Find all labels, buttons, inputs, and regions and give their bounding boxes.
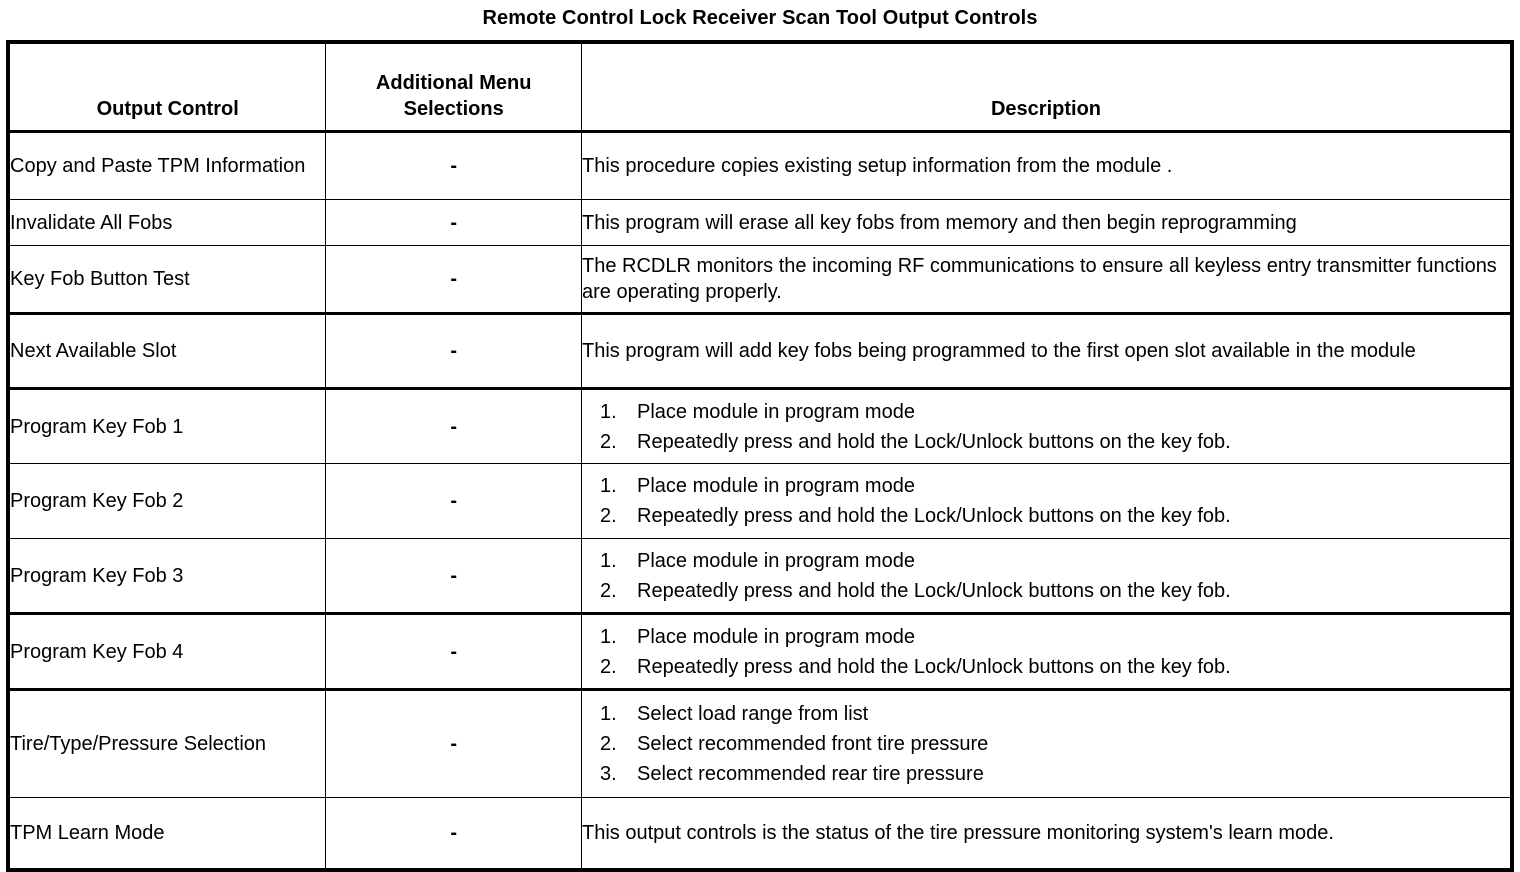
description-step-number: 1. [600,400,617,423]
cell-additional-menu-selections: - [325,130,583,200]
cell-output-control: Tire/Type/Pressure Selection [7,688,327,798]
description-step-item: 1. Place module in program mode [582,471,1510,501]
cell-additional-menu-selections: - [325,463,583,539]
cell-output-control: Program Key Fob 3 [7,538,327,614]
table-row: Tire/Type/Pressure Selection-1. Select lo… [7,688,1513,798]
cell-output-control: Program Key Fob 2 [7,463,327,539]
description-step-list: 1. Place module in program mode 2. Repeated… [582,622,1510,682]
description-step-item: 3. Select recommended rear tire pressure [582,759,1510,789]
output-controls-table: Output Control Additional Menu Selection… [6,40,1514,872]
table-row: Invalidate All Fobs-This program will er… [7,199,1513,246]
description-step-text: Repeatedly press and hold the Lock/Unloc… [637,505,1231,527]
cell-additional-menu-selections: - [325,797,583,871]
description-step-list: 1. Place module in program mode 2. Repeated… [582,546,1510,606]
column-header-description: Description [581,41,1513,133]
description-step-number: 1. [600,625,617,648]
description-step-item: 1. Select load range from list [582,699,1510,729]
description-step-list: 1. Place module in program mode 2. Repeated… [582,397,1510,457]
cell-output-control: Program Key Fob 4 [7,612,327,690]
description-paragraph: This output controls is the status of th… [582,822,1334,844]
description-paragraph: The RCDLR monitors the incoming RF commu… [582,255,1497,303]
cell-additional-menu-selections: - [325,245,583,314]
description-step-item: 2. Select recommended front tire pressure [582,729,1510,759]
table-row: Copy and Paste TPM Information-This proc… [7,130,1513,200]
description-step-number: 2. [600,430,617,453]
description-step-number: 1. [600,549,617,572]
description-step-text: Select load range from list [637,703,869,725]
cell-additional-menu-selections: - [325,387,583,464]
cell-output-control: Key Fob Button Test [7,245,327,314]
table-row: Program Key Fob 4-1. Place module in prog… [7,612,1513,690]
description-step-text: Place module in program mode [637,400,915,423]
description-step-list: 1. Select load range from list 2. Select re… [582,699,1510,789]
description-step-text: Place module in program mode [637,625,915,648]
description-step-text: Place module in program mode [637,549,915,572]
description-step-text: Repeatedly press and hold the Lock/Unloc… [637,655,1231,678]
description-step-number: 2. [600,655,617,678]
table-header: Output Control Additional Menu Selection… [7,41,1513,133]
description-step-list: 1. Place module in program mode 2. Repeated… [582,471,1510,531]
cell-output-control: Next Available Slot [7,312,327,389]
description-step-text: Select recommended front tire pressure [637,733,989,755]
column-header-output-control: Output Control [7,41,327,133]
cell-output-control: Copy and Paste TPM Information [7,130,327,200]
cell-description: 1. Place module in program mode 2. Repeated… [581,538,1513,614]
description-step-number: 1. [600,475,617,497]
description-step-text: Select recommended rear tire pressure [637,763,984,785]
table-row: Next Available Slot-This program will ad… [7,312,1513,389]
table-body: Copy and Paste TPM Information-This proc… [7,130,1513,871]
table-header-row: Output Control Additional Menu Selection… [7,41,1513,133]
cell-additional-menu-selections: - [325,199,583,246]
table-row: Key Fob Button Test-The RCDLR monitors t… [7,245,1513,314]
description-paragraph: This program will add key fobs being pro… [582,340,1416,362]
cell-description: The RCDLR monitors the incoming RF commu… [581,245,1513,314]
cell-additional-menu-selections: - [325,312,583,389]
cell-output-control: Program Key Fob 1 [7,387,327,464]
cell-description: This procedure copies existing setup inf… [581,130,1513,200]
description-paragraph: This procedure copies existing setup inf… [582,155,1173,177]
page-title: Remote Control Lock Receiver Scan Tool O… [482,7,1038,29]
description-step-text: Repeatedly press and hold the Lock/Unloc… [637,579,1231,602]
description-step-number: 2. [600,505,617,527]
table-row: Program Key Fob 3-1. Place module in prog… [7,538,1513,614]
table-row: Program Key Fob 2-1. Place module in prog… [7,463,1513,539]
description-paragraph: This program will erase all key fobs fro… [582,211,1297,234]
column-header-additional-menu-line1: Additional Menu [375,72,532,94]
cell-description: 1. Select load range from list 2. Select re… [581,688,1513,798]
table-row: Program Key Fob 1-1. Place module in prog… [7,387,1513,464]
cell-description: 1. Place module in program mode 2. Repeated… [581,463,1513,539]
cell-output-control: TPM Learn Mode [7,797,327,871]
description-step-item: 1. Place module in program mode [582,397,1510,427]
table-row: TPM Learn Mode-This output controls is t… [7,797,1513,871]
description-step-item: 1. Place module in program mode [582,622,1510,652]
description-step-item: 2. Repeatedly press and hold the Lock/Unl… [582,576,1510,606]
description-step-number: 2. [600,733,617,755]
description-step-item: 2. Repeatedly press and hold the Lock/Unl… [582,501,1510,531]
column-header-additional-menu-line2: Selections [403,98,504,120]
description-step-item: 1. Place module in program mode [582,546,1510,576]
description-step-text: Place module in program mode [637,475,915,497]
cell-description: 1. Place module in program mode 2. Repeated… [581,612,1513,690]
column-header-additional-menu-selections: Additional Menu Selections [325,41,583,133]
cell-description: 1. Place module in program mode 2. Repeated… [581,387,1513,464]
cell-additional-menu-selections: - [325,688,583,798]
cell-output-control: Invalidate All Fobs [7,199,327,246]
description-step-text: Repeatedly press and hold the Lock/Unloc… [637,430,1231,453]
column-header-output-control-label: Output Control [96,98,239,120]
description-step-number: 3. [600,763,617,785]
description-step-item: 2. Repeatedly press and hold the Lock/Unl… [582,652,1510,682]
cell-description: This program will add key fobs being pro… [581,312,1513,389]
cell-additional-menu-selections: - [325,612,583,690]
cell-description: This output controls is the status of th… [581,797,1513,871]
description-step-number: 2. [600,579,617,602]
cell-additional-menu-selections: - [325,538,583,614]
cell-description: This program will erase all key fobs fro… [581,199,1513,246]
column-header-description-label: Description [990,98,1102,120]
description-step-number: 1. [600,703,617,725]
description-step-item: 2. Repeatedly press and hold the Lock/Unl… [582,427,1510,457]
